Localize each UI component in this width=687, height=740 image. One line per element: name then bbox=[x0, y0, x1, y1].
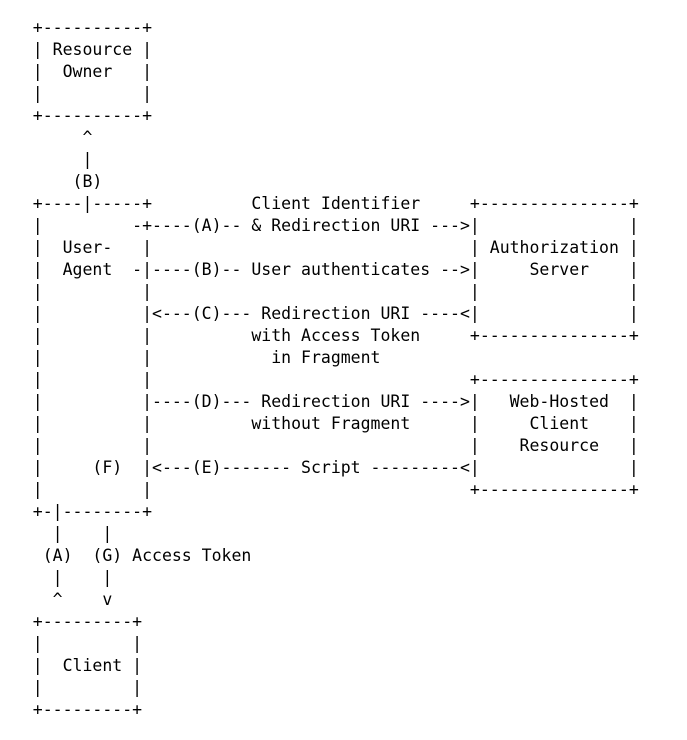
oauth-implicit-grant-ascii-diagram: +----------+ | Resource | | Owner | | | … bbox=[32, 18, 639, 719]
